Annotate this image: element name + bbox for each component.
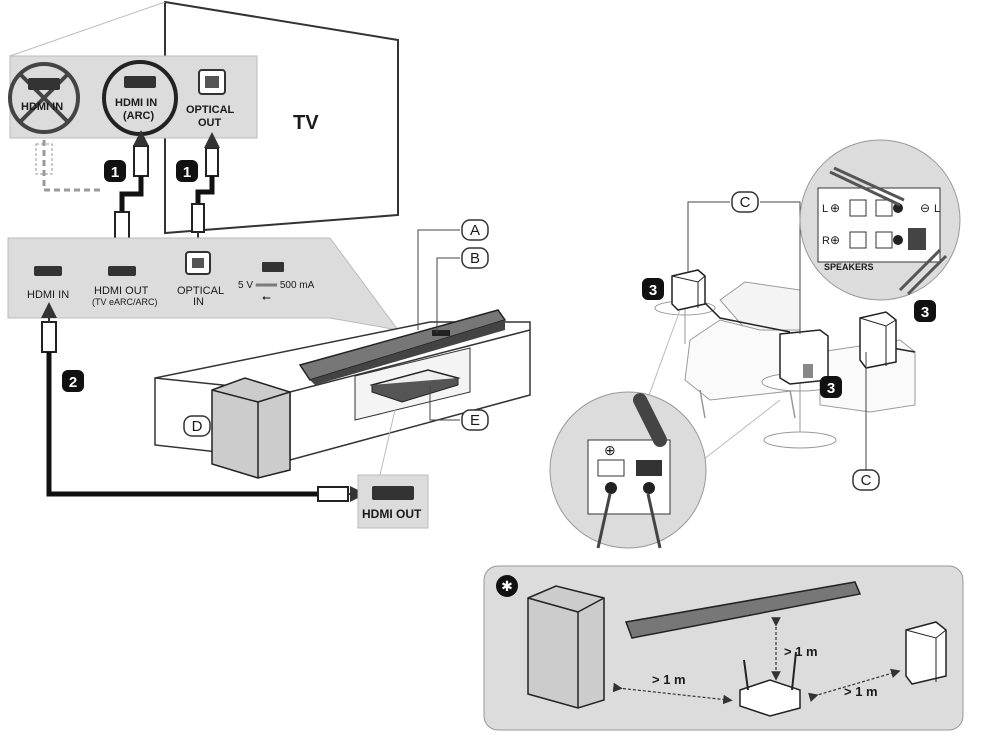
usb-icon: ⭠ [262,292,271,304]
terminal-speakers-label: SPEAKERS [824,262,874,272]
callout-a: A [461,219,489,241]
soundbar-usb-label: 5 V ═══ 500 mA [238,280,315,291]
device-hdmi-out-label: HDMI OUT [362,507,422,521]
wire-insertion-zoom: ⊕ [549,309,781,549]
tv-label: TV [293,112,319,134]
device-hdmi-out-port [372,486,414,500]
terminal-left-plus: ⊕ [830,201,840,215]
placement-rear-speaker [905,621,947,685]
step-2-number: 2 [69,374,77,391]
tv-optical-label-1: OPTICAL [186,104,235,116]
soundbar-port-panel: HDMI IN HDMI OUT (TV eARC/ARC) OPTICAL I… [7,237,400,331]
wrong-cable [42,140,100,192]
step-1-number-optical: 1 [183,164,191,181]
tv-optical-out-port: OPTICAL OUT [186,69,235,129]
placement-router [739,651,801,717]
step-1-badge-optical: 1 [176,160,198,182]
terminal-left-minus: ⊖ [920,201,930,215]
tv-hdmi-arc-label-1: HDMI IN [115,97,157,109]
callout-c-bottom-label: C [861,472,872,489]
rear-speaker-right [859,311,897,369]
wireless-receiver [779,329,829,385]
callout-c-bottom: C [852,469,880,491]
callout-c-top: C [731,191,759,213]
placement-soundbar [624,581,862,639]
callout-lines [417,229,460,421]
hdmi-cable-device-to-soundbar [41,302,366,502]
callout-b: B [461,247,489,269]
tv-hdmi-in-port-crossed: HDMI IN [8,62,80,134]
step-2-badge: 2 [62,370,84,392]
callout-c-lines [687,201,867,480]
step-3-badge-center: 3 [820,376,842,398]
soundbar-hdmi-out-port [108,266,136,276]
terminal-right-plus: ⊕ [830,233,840,247]
soundbar-hdmi-in-label: HDMI IN [27,289,69,301]
step-3-number-center: 3 [827,380,835,397]
soundbar-usb-port [262,262,284,272]
terminal-left-label-r: L [934,203,940,215]
soundbar-optical-label-2: IN [193,296,204,308]
step-1-number-hdmi: 1 [111,164,119,181]
subwoofer [211,377,291,479]
placement-panel: ✱ > 1 m > 1 m > 1 m [483,565,964,731]
optical-cable-tv-to-soundbar [190,132,220,258]
callout-d: D [183,415,211,437]
distance-label-speaker: > 1 m [844,684,878,699]
step-3-badge-right: 3 [914,300,936,322]
tv-hdmi-in-label: HDMI IN [21,101,63,113]
callout-e-label: E [470,412,480,429]
rear-speaker-left [671,269,706,311]
speaker-terminal-zoom: L ⊕ ⊖ L R ⊕ SPEAKERS [799,139,961,301]
callout-c-top-label: C [740,194,751,211]
step-3-number-right: 3 [921,304,929,321]
callout-a-label: A [470,222,480,239]
soundbar-hdmi-in-port [34,266,62,276]
callout-d-label: D [192,418,203,435]
distance-label-sub: > 1 m [652,672,686,687]
distance-arrows [612,617,901,705]
soundbar-hdmi-out-label-1: HDMI OUT [94,285,149,297]
zoom-plus-label: ⊕ [604,442,616,458]
soundbar [298,309,507,385]
terminal-right-label: R [822,235,830,247]
placement-marker-icon: ✱ [501,579,513,595]
device-port-panel: HDMI OUT [357,409,429,529]
step-1-badge-hdmi: 1 [104,160,126,182]
step-3-badge-left: 3 [642,278,664,300]
tv-optical-label-2: OUT [198,117,222,129]
distance-label-bar: > 1 m [784,644,818,659]
tv-hdmi-arc-label-2: (ARC) [123,110,154,122]
callout-e: E [461,409,489,431]
tv-port-panel: HDMI IN HDMI IN (ARC) OPTICAL OUT [8,1,258,139]
soundbar-hdmi-out-label-2: (TV eARC/ARC) [92,297,158,307]
terminal-left-label: L [822,203,828,215]
placement-subwoofer [527,585,605,709]
step-3-number-left: 3 [649,282,657,299]
soundbar-optical-label-1: OPTICAL [177,285,224,297]
external-device [369,369,461,403]
callout-b-label: B [470,250,480,267]
